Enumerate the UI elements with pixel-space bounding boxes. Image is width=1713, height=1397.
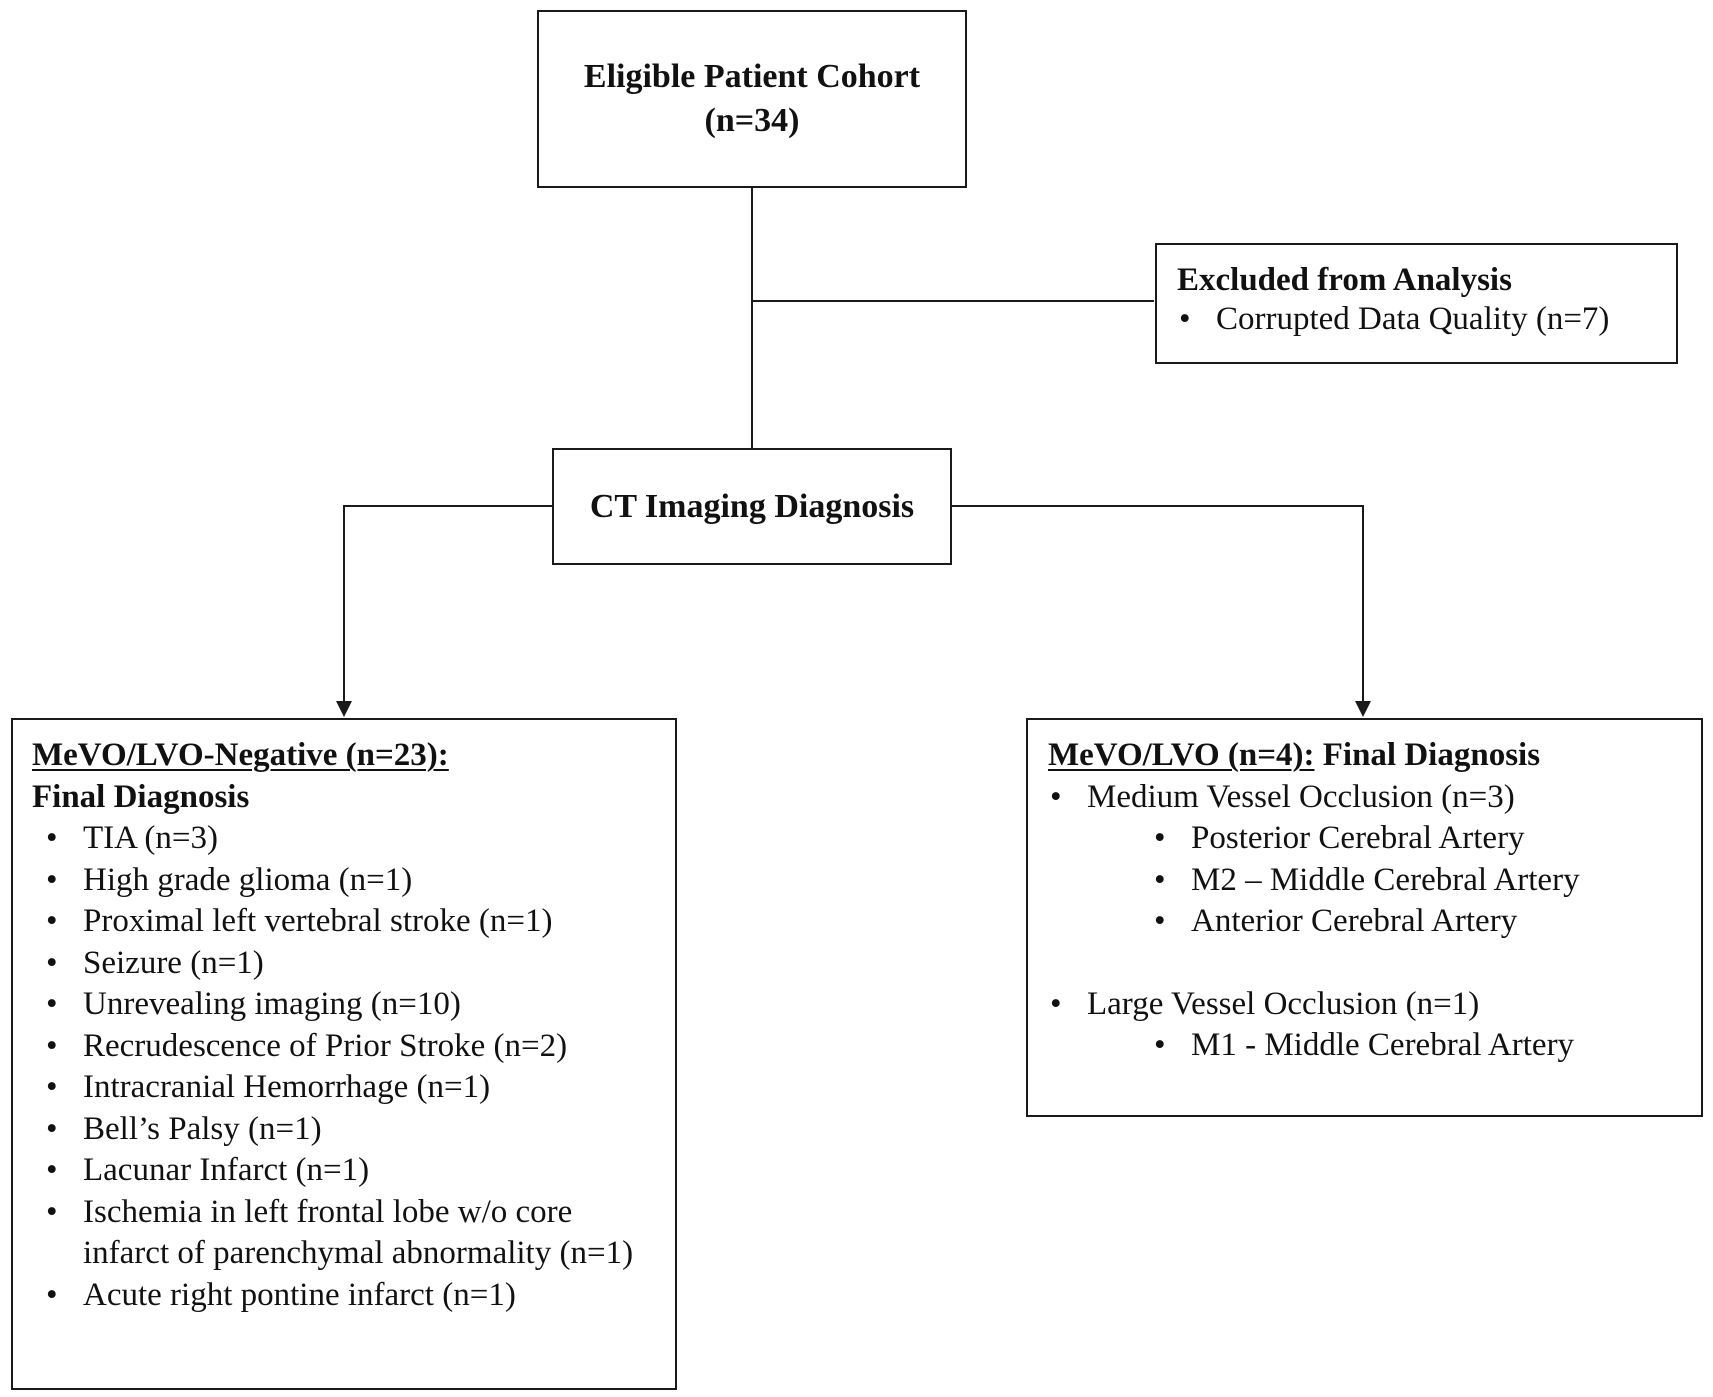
list-item-label: Acute right pontine infarct (n=1)	[83, 1276, 516, 1313]
cohort-title: Eligible Patient Cohort	[583, 58, 921, 95]
sub-list-item: •M1 - Middle Cerebral Artery	[1154, 1027, 1575, 1063]
sub-list-item: •Anterior Cerebral Artery	[1154, 903, 1518, 939]
list-item: •Corrupted Data Quality (n=7)	[1179, 301, 1610, 337]
list-item: •Recrudescence of Prior Stroke (n=2)	[46, 1027, 568, 1064]
list-item-label: Intracranial Hemorrhage (n=1)	[83, 1069, 491, 1105]
list-item: •Large Vessel Occlusion (n=1)	[1050, 985, 1480, 1022]
cohort-count: (n=34)	[704, 102, 800, 139]
list-item-label: Seizure (n=1)	[83, 944, 264, 981]
positive-title: MeVO/LVO (n=4):	[1048, 737, 1315, 773]
list-item-label: High grade glioma (n=1)	[83, 861, 413, 898]
list-item-label: Proximal left vertebral stroke (n=1)	[83, 903, 553, 939]
list-item: •TIA (n=3)	[46, 820, 218, 856]
positive-list: •Medium Vessel Occlusion (n=3)	[1048, 777, 1701, 819]
negative-subtitle: Final Diagnosis	[32, 778, 250, 815]
list-item-label: Large Vessel Occlusion (n=1)	[1087, 985, 1480, 1022]
excluded-box: Excluded from Analysis •Corrupted Data Q…	[1155, 243, 1678, 364]
sub-list-item: •Posterior Cerebral Artery	[1154, 820, 1525, 856]
excluded-item-label: Corrupted Data Quality (n=7)	[1216, 301, 1610, 337]
list-item-label: Bell’s Palsy (n=1)	[83, 1110, 322, 1147]
negative-list: •TIA (n=3) •High grade glioma (n=1) •Pro…	[44, 818, 654, 1316]
list-item-label: Lacunar Infarct (n=1)	[83, 1152, 370, 1188]
list-item-label: TIA (n=3)	[83, 820, 218, 856]
large-vessel-sublist: •M1 - Middle Cerebral Artery	[1048, 1025, 1701, 1067]
negative-title: MeVO/LVO-Negative (n=23):	[32, 737, 449, 773]
list-item-label: Unrevealing imaging (n=10)	[83, 986, 461, 1022]
medium-vessel-sublist: •Posterior Cerebral Artery •M2 – Middle …	[1048, 818, 1701, 943]
list-item: •Intracranial Hemorrhage (n=1)	[46, 1069, 491, 1105]
negative-arrowhead	[336, 701, 352, 717]
list-item: •Acute right pontine infarct (n=1)	[46, 1276, 516, 1313]
ct-to-positive-line	[951, 505, 1364, 702]
positive-heading: MeVO/LVO (n=4): Final Diagnosis	[1048, 735, 1701, 777]
list-item-label: Medium Vessel Occlusion (n=3)	[1087, 778, 1515, 815]
positive-list-2: •Large Vessel Occlusion (n=1)	[1048, 984, 1701, 1026]
ct-title: CT Imaging Diagnosis	[589, 487, 915, 525]
negative-box: MeVO/LVO-Negative (n=23): Final Diagnosi…	[11, 718, 677, 1390]
list-item-label: Ischemia in left frontal lobe w/o core i…	[83, 1193, 634, 1272]
sub-list-item-label: M1 - Middle Cerebral Artery	[1191, 1027, 1575, 1063]
list-item: •Unrevealing imaging (n=10)	[46, 986, 461, 1022]
list-item: •High grade glioma (n=1)	[46, 861, 413, 898]
sub-list-item-label: M2 – Middle Cerebral Artery	[1191, 861, 1580, 898]
positive-box: MeVO/LVO (n=4): Final Diagnosis •Medium …	[1026, 718, 1703, 1117]
list-item: •Proximal left vertebral stroke (n=1)	[46, 903, 553, 939]
list-item: •Seizure (n=1)	[46, 944, 264, 981]
excluded-title: Excluded from Analysis	[1177, 262, 1512, 298]
list-item: •Ischemia in left frontal lobe w/o core …	[46, 1193, 634, 1272]
list-item: •Bell’s Palsy (n=1)	[46, 1110, 322, 1147]
list-item: •Medium Vessel Occlusion (n=3)	[1050, 778, 1515, 815]
ct-to-negative-line	[343, 505, 552, 702]
list-item-label: Recrudescence of Prior Stroke (n=2)	[83, 1027, 568, 1064]
sub-list-item-label: Posterior Cerebral Artery	[1191, 820, 1525, 856]
list-item: •Lacunar Infarct (n=1)	[46, 1152, 370, 1188]
sub-list-item: •M2 – Middle Cerebral Artery	[1154, 861, 1580, 898]
positive-arrowhead	[1355, 701, 1371, 717]
ct-diagnosis-box: CT Imaging Diagnosis	[552, 448, 952, 565]
sub-list-item-label: Anterior Cerebral Artery	[1191, 903, 1518, 939]
cohort-box: Eligible Patient Cohort (n=34)	[537, 10, 967, 188]
excluded-list: •Corrupted Data Quality (n=7)	[1177, 299, 1676, 339]
positive-title-suffix: Final Diagnosis	[1314, 737, 1541, 773]
